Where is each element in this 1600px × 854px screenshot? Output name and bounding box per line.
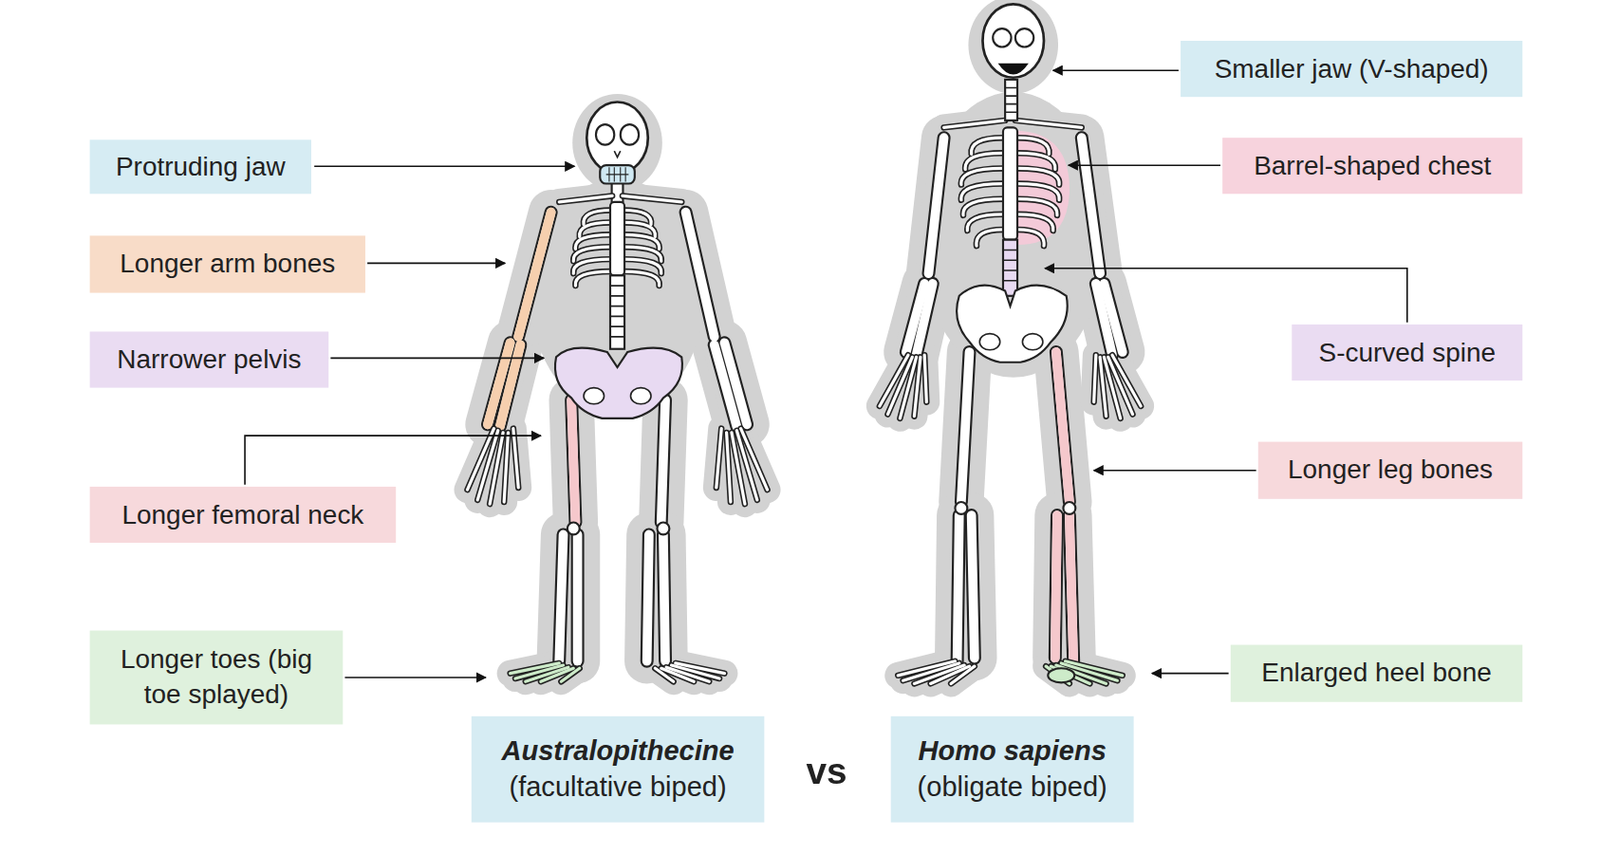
label-text: Protruding jaw (115, 149, 286, 185)
jaw (599, 165, 635, 184)
jaw (998, 63, 1029, 75)
arm-highlight (487, 212, 552, 428)
label-box: Smaller jaw (V-shaped) (1180, 40, 1523, 97)
label-text: Longer toes (big toe splayed) (102, 643, 332, 713)
label-text: (facultative biped) (508, 769, 726, 806)
label-text: Barrel-shaped chest (1253, 148, 1491, 184)
label-box: Enlarged heel bone (1230, 645, 1524, 703)
label-box: Homo sapiens(obligate biped) (891, 716, 1135, 823)
australopithecine-skeleton (466, 102, 767, 683)
pelvis (555, 348, 683, 419)
label-text: Homo sapiens (917, 733, 1106, 770)
versus-label: vs (805, 747, 847, 796)
label-text: Longer arm bones (119, 246, 335, 281)
label-box: Longer toes (big toe splayed) (90, 631, 344, 726)
label-box: Australopithecine(facultative biped) (471, 716, 765, 823)
label-box: Narrower pelvis (90, 331, 330, 388)
label-text: Australopithecine (501, 733, 734, 770)
sternum (610, 202, 625, 276)
label-text: Enlarged heel bone (1261, 655, 1492, 690)
label-box: Longer femoral neck (90, 486, 397, 543)
skull (586, 102, 649, 174)
heel-bone (1047, 668, 1075, 683)
label-text: Longer leg bones (1287, 453, 1493, 488)
label-text: Narrower pelvis (116, 342, 301, 377)
label-box: Longer arm bones (90, 235, 366, 293)
neck (1004, 79, 1018, 121)
sternum (1003, 127, 1018, 240)
label-text: Longer femoral neck (121, 497, 364, 532)
silhouette-halo (466, 0, 1141, 684)
label-box: Protruding jaw (90, 139, 312, 194)
label-text: Smaller jaw (V-shaped) (1214, 51, 1489, 86)
femur-highlight (571, 400, 576, 523)
homo-sapiens-skeleton (879, 3, 1141, 684)
label-box: Longer leg bones (1258, 442, 1523, 500)
label-text: S-curved spine (1319, 334, 1496, 370)
label-box: Barrel-shaped chest (1222, 137, 1523, 194)
spine (610, 275, 625, 349)
label-text: (obligate biped) (917, 769, 1108, 806)
label-box: S-curved spine (1291, 324, 1523, 381)
spine (1003, 240, 1018, 297)
pelvis (956, 285, 1068, 363)
skull (982, 3, 1044, 77)
